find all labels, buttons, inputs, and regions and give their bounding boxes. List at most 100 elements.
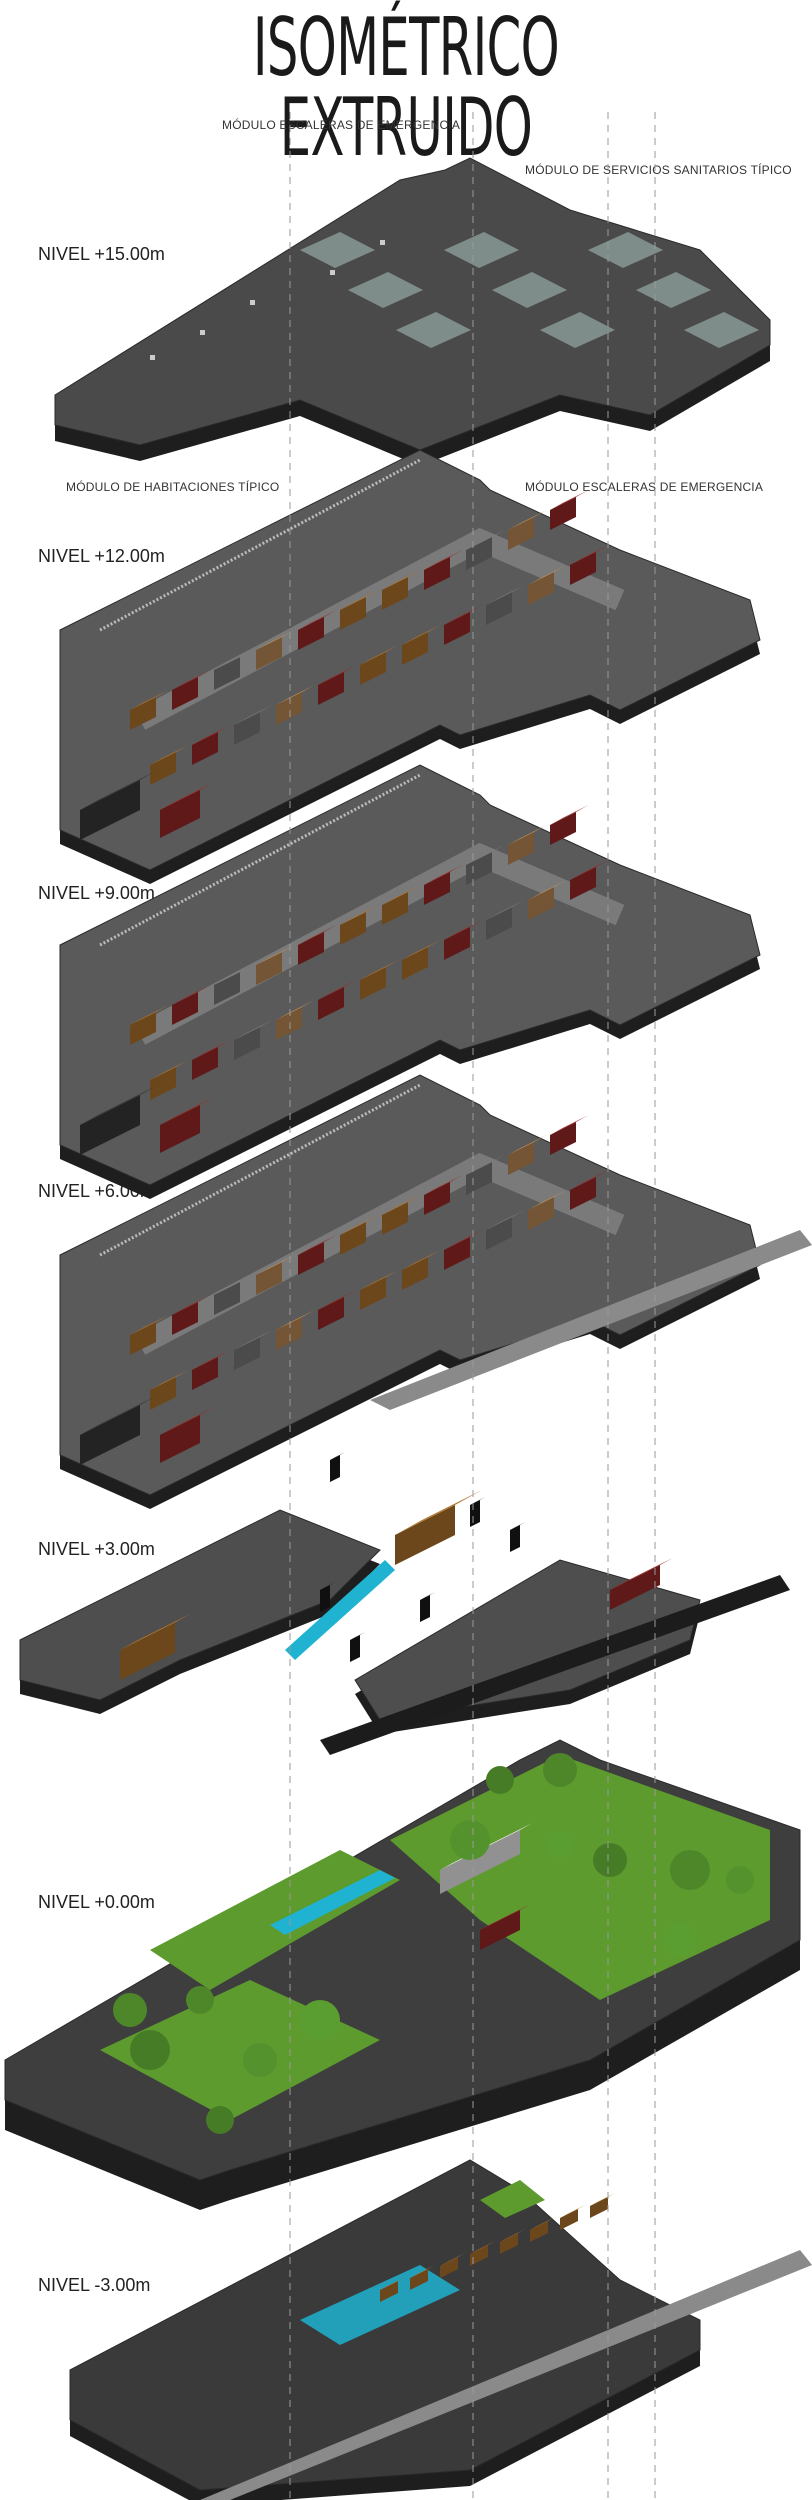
floor-level-9-room-top	[424, 865, 463, 885]
floor-level-12-room-front	[508, 517, 534, 550]
basement-furniture-top	[440, 2253, 466, 2266]
floor-level-12-room-front	[570, 552, 596, 585]
floor-level-6-room-front	[508, 1142, 534, 1175]
floor-level-6-room-top	[550, 1115, 589, 1135]
floor-level-9-room-front	[340, 912, 366, 945]
ground-pool	[270, 1870, 395, 1935]
basement-furniture-top	[530, 2217, 556, 2230]
floor-level-12-room-front	[444, 612, 470, 645]
floor-level-12-room-top	[466, 530, 505, 550]
floor-level-9-left-block-top	[80, 1085, 158, 1125]
floor-level-6-left-block-front	[80, 1405, 140, 1465]
floor-level-6-room-top	[172, 1295, 211, 1315]
floor-level-12-room-front	[486, 592, 512, 625]
tree	[206, 2106, 234, 2134]
basement-furniture-front	[590, 2197, 608, 2218]
floor-level-6-room-front	[444, 1237, 470, 1270]
floor-level-12-room-front	[130, 697, 156, 730]
floor-level-6-room-front	[402, 1257, 428, 1290]
skylight	[444, 232, 519, 268]
floor-level-6-room-top	[340, 1215, 379, 1235]
tree	[113, 1993, 147, 2027]
floor-level-6-room-front	[150, 1377, 176, 1410]
skylight	[684, 312, 759, 348]
level3-column-top	[320, 1582, 336, 1590]
level3-column-front	[330, 1455, 340, 1482]
floor-level-9-room-front	[444, 927, 470, 960]
roof-vent	[200, 330, 205, 335]
floor-level-12-room-top	[508, 510, 547, 530]
level-label-15: NIVEL +15.00m	[38, 244, 165, 264]
floor-level-12-room-front	[360, 652, 386, 685]
level3-column-front	[350, 1635, 360, 1662]
floor-level-12-room-top	[130, 690, 169, 710]
tree	[543, 1753, 577, 1787]
tree	[546, 1831, 574, 1859]
floor-level-12-room-front	[340, 597, 366, 630]
floor-level-9-room-top	[150, 1060, 189, 1080]
roof-vent	[150, 355, 155, 360]
level3-column-top	[510, 1522, 526, 1530]
floor-level-6-room-top	[130, 1315, 169, 1335]
roof-vent	[380, 240, 385, 245]
roof-vent	[250, 300, 255, 305]
floor-level-12-accent-block-top	[160, 782, 215, 810]
floor-level-9-room-front	[360, 967, 386, 1000]
tree	[450, 1820, 490, 1860]
floor-level-6-room-top	[528, 1190, 567, 1210]
floor-level-12-room-top	[172, 670, 211, 690]
annotation-stairs-mid: MÓDULO ESCALERAS DE EMERGENCIA	[525, 480, 764, 494]
basement-furniture-front	[500, 2233, 518, 2254]
floor-level-12-accent-block-front	[160, 790, 200, 838]
basement-furniture-front	[560, 2209, 578, 2230]
floor-level-9-room-front	[256, 952, 282, 985]
floor-level-6-room-front	[256, 1262, 282, 1295]
floor-level-12-room-top	[214, 650, 253, 670]
floor-level-9-room-top	[318, 980, 357, 1000]
level3-lobby-block-front	[120, 1622, 175, 1680]
floor-level-6-room-front	[318, 1297, 344, 1330]
floor-level-6-room-front	[528, 1197, 554, 1230]
basement-furniture-front	[530, 2221, 548, 2242]
floor-level-12-room-front	[424, 557, 450, 590]
floor-level-12-railing	[99, 458, 421, 632]
floor-level-6-room-front	[214, 1282, 240, 1315]
floor-level-6-room-front	[340, 1222, 366, 1255]
floor-level-12-room-top	[486, 585, 525, 605]
floor-level-12-room-top	[298, 610, 337, 630]
tree	[186, 1986, 214, 2014]
floor-level-9-room-front	[234, 1027, 260, 1060]
floor-level-9-room-front	[528, 887, 554, 920]
floor-level-9-room-front	[570, 867, 596, 900]
level3-column-front	[470, 1500, 480, 1527]
ground-kiosk-top	[480, 1904, 531, 1930]
annotation-rooms-module: MÓDULO DE HABITACIONES TÍPICO	[66, 480, 280, 494]
floor-level-9-room-front	[466, 852, 492, 885]
floor-level-9-room-top	[340, 905, 379, 925]
floor-level-6-room-front	[466, 1162, 492, 1195]
basement-furniture-top	[500, 2229, 526, 2242]
floor-level-9-room-front	[486, 907, 512, 940]
basement-furniture-top	[410, 2265, 436, 2278]
level-label-12: NIVEL +12.00m	[38, 546, 165, 566]
floor-level-9-room-front	[318, 987, 344, 1020]
skylight	[492, 272, 567, 308]
floor-level-12-room-top	[550, 490, 589, 510]
level3-column-top	[420, 1592, 436, 1600]
level3-restaurant-top	[610, 1558, 673, 1590]
skylight	[588, 232, 663, 268]
floor-level-9-room-front	[508, 832, 534, 865]
floor-level-6-accent-block-front	[160, 1415, 200, 1463]
floor-level-9-room-top	[214, 965, 253, 985]
tree	[670, 1850, 710, 1890]
floor-level-9-left-block-front	[80, 1095, 140, 1155]
floor-level-9-accent-block-top	[160, 1097, 215, 1125]
tree	[726, 1866, 754, 1894]
floor-level-9-room-top	[192, 1040, 231, 1060]
floor-level-9-room-top	[486, 900, 525, 920]
floor-level-12-room-top	[192, 725, 231, 745]
floor-level-9-room-front	[172, 992, 198, 1025]
floor-level-6-room-top	[382, 1195, 421, 1215]
basement-furniture-top	[470, 2241, 496, 2254]
